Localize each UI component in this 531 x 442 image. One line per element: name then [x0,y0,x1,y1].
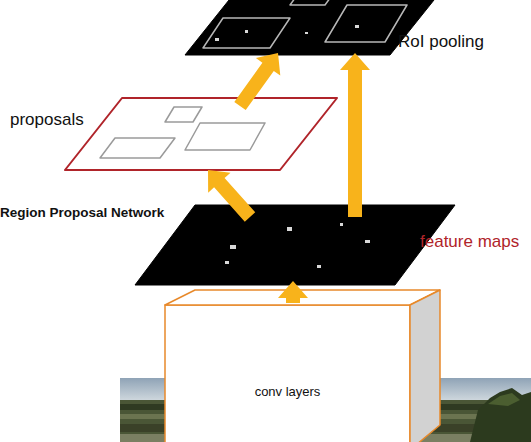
activation-speck [305,32,308,34]
activation-speck [245,30,248,33]
flow-arrow [234,53,280,110]
outline-polygon [410,290,440,442]
activation-speck [287,227,292,231]
activation-speck [355,25,359,28]
activation-speck [215,38,219,41]
node-outline [135,205,455,285]
flow-arrow [340,53,370,217]
node-label: proposals [10,110,84,130]
outline-polygon [203,18,290,48]
node-label: feature maps [420,232,519,252]
roi-feature-map: RoI pooling [185,0,450,55]
outline-polygon [185,123,265,150]
feature-map-plane: feature maps [135,205,455,285]
activation-speck [340,223,343,226]
outline-polygon [325,5,407,42]
outline-polygon [100,138,175,158]
flow-arrow [278,281,308,303]
node-label: conv layers [165,385,410,400]
node-label: RoI pooling [398,32,484,52]
activation-speck [317,265,321,268]
node-outline [165,290,440,442]
activation-speck [230,245,236,249]
proposals-plane: proposals [65,98,337,170]
stage-label: Region Proposal Network [0,205,164,221]
flow-arrow [208,170,255,222]
outline-polygon [290,0,333,5]
activation-speck [225,261,229,264]
activation-speck [365,240,370,243]
conv-layers-box: conv layers [165,290,440,442]
outline-polygon [165,305,410,442]
outline-polygon [65,98,337,170]
node-outline [65,98,337,170]
outline-polygon [165,107,202,122]
outline-polygon [135,205,455,285]
